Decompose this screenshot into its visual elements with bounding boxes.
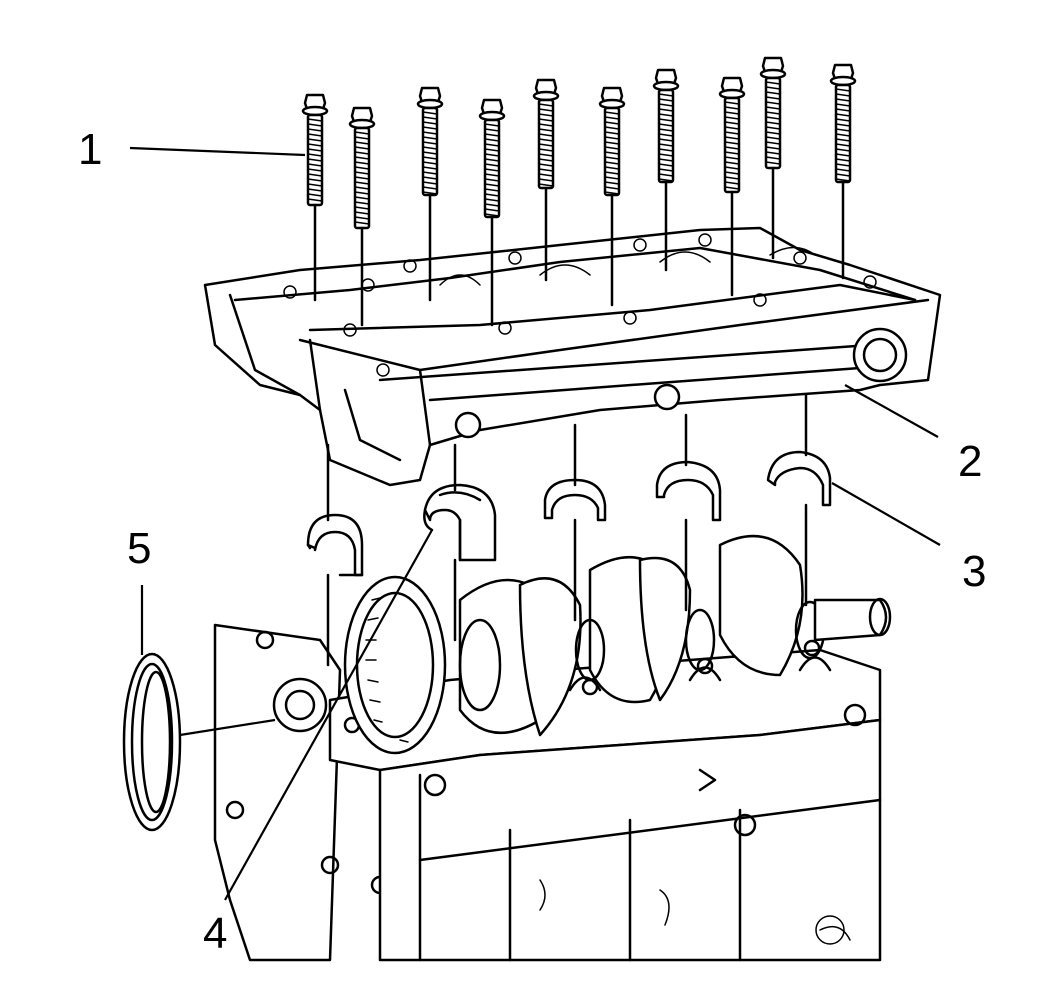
callout-2: 2 — [958, 437, 983, 486]
leader-2 — [844, 384, 939, 438]
leader-4 — [224, 529, 433, 901]
bedplate-bolts — [301, 56, 857, 327]
rear-main-seal — [122, 652, 276, 832]
crankshaft — [343, 534, 892, 755]
bearing-shell — [766, 450, 832, 507]
bearing-shell — [543, 478, 607, 522]
bolt — [478, 98, 506, 327]
callout-4: 4 — [203, 909, 228, 958]
bolt — [829, 63, 857, 280]
assembly-guide-lines — [326, 393, 808, 667]
bearing-shell-thrust — [423, 483, 497, 562]
bearing-shell — [306, 513, 364, 577]
bolt — [532, 78, 560, 282]
bolt — [416, 86, 444, 302]
bearing-shell — [655, 460, 722, 522]
callout-1: 1 — [78, 125, 103, 174]
leader-lines — [129, 146, 941, 901]
bolt — [718, 76, 746, 297]
callout-5: 5 — [127, 524, 152, 573]
callout-3: 3 — [962, 547, 987, 596]
bolt — [301, 93, 329, 302]
bolt — [598, 86, 626, 307]
bearing-shells — [306, 450, 832, 577]
leader-3 — [831, 482, 941, 546]
bolt — [348, 106, 376, 327]
bolt — [759, 56, 787, 260]
bedplate — [203, 226, 942, 487]
bolt — [652, 68, 680, 272]
leader-1 — [129, 146, 306, 157]
